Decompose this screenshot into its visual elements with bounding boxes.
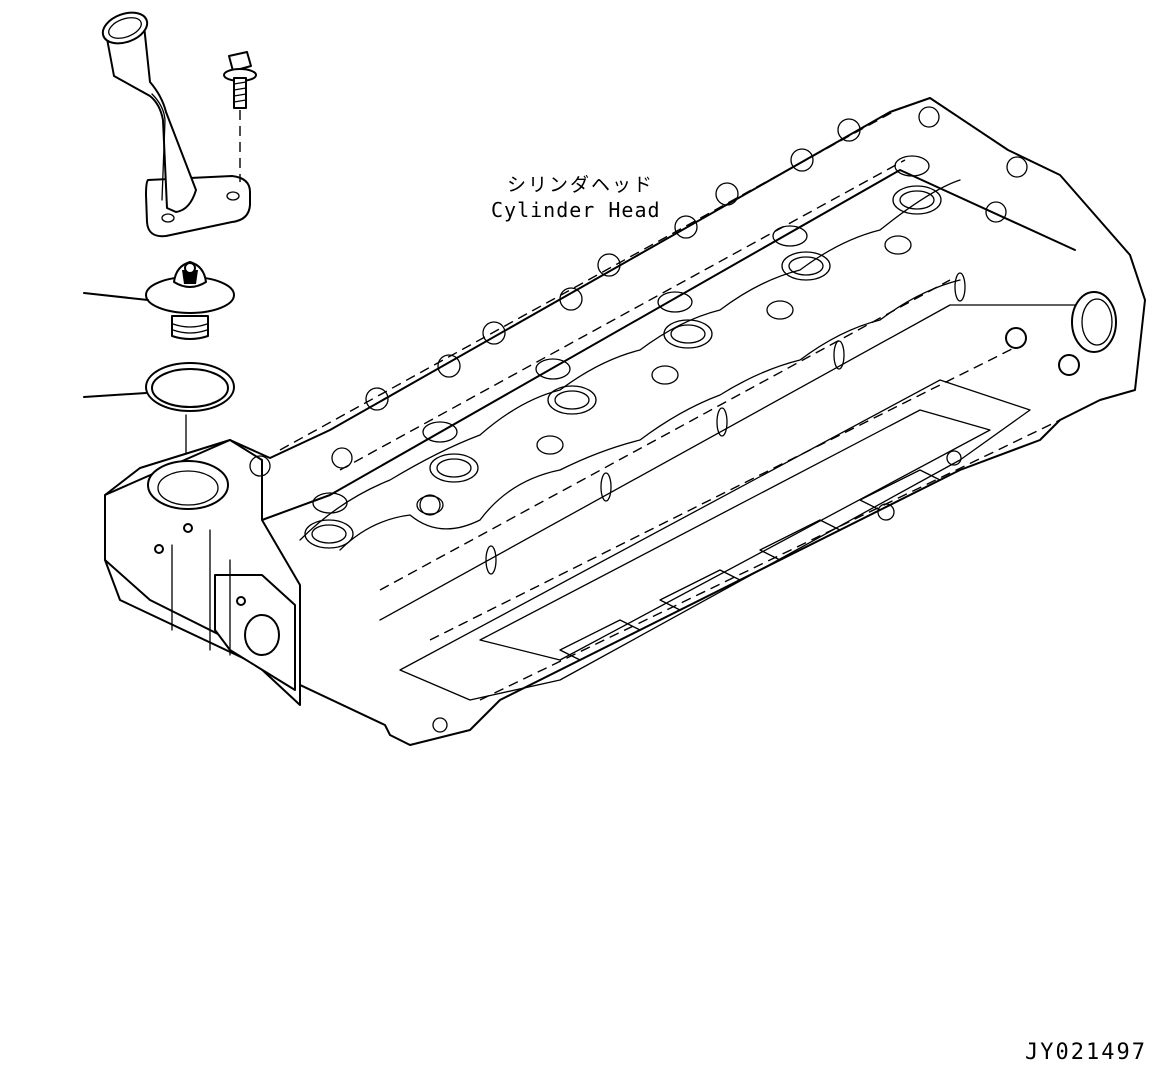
o-ring-icon	[83, 362, 235, 467]
cylinder-head-icon	[104, 97, 1146, 746]
bolt-icon	[223, 51, 257, 182]
thermostat-icon	[83, 261, 235, 340]
part-name-english: Cylinder Head	[491, 198, 661, 222]
part-name-japanese: シリンダヘッド	[507, 174, 655, 196]
water-outlet-elbow-icon	[101, 11, 251, 238]
drawing-id: JY021497	[1025, 1040, 1147, 1065]
